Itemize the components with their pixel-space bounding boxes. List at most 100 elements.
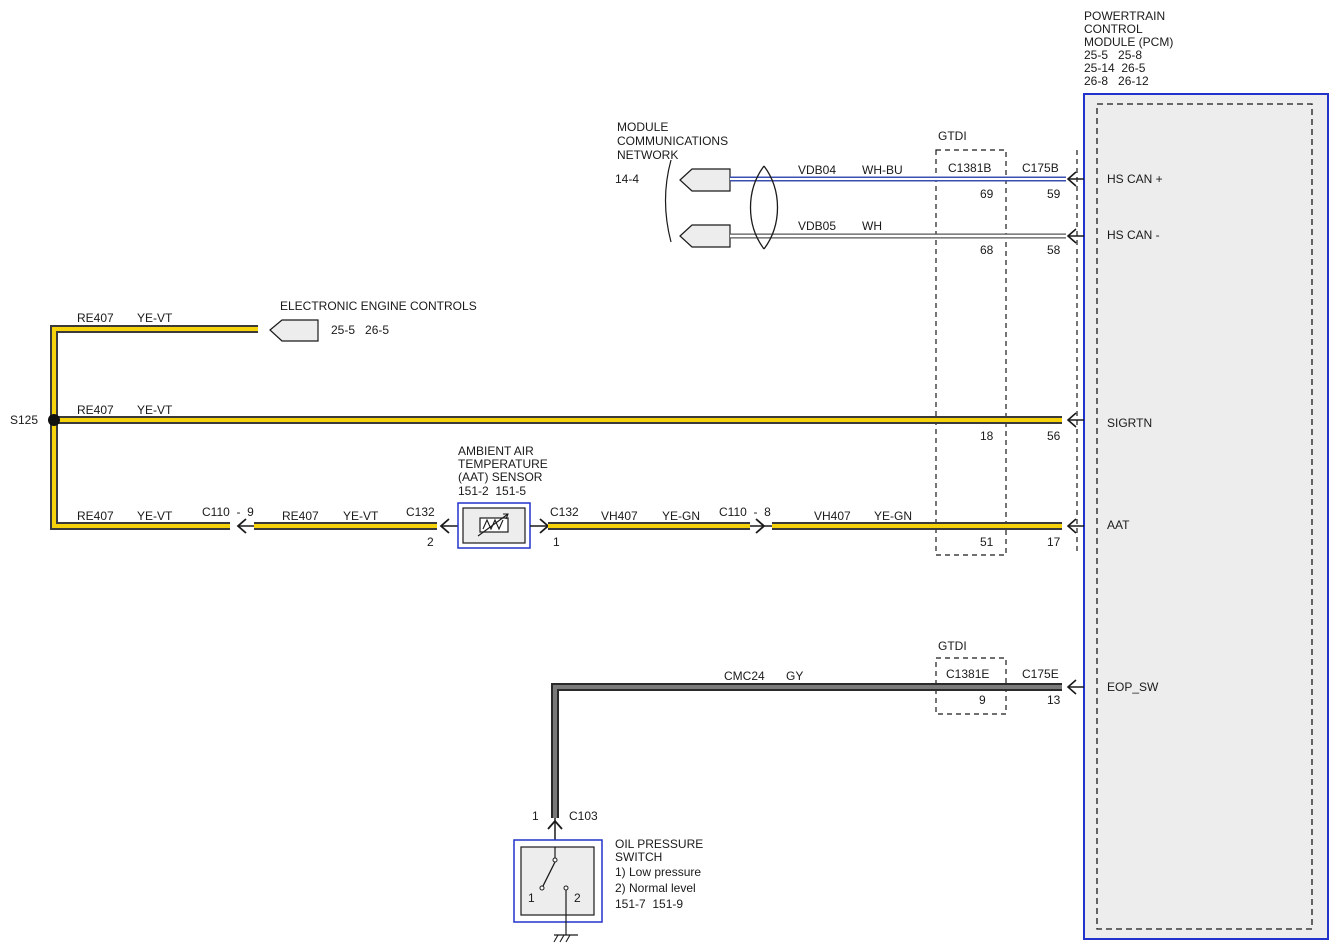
wire-vdb04-circuit: VDB04 [798, 163, 836, 177]
vh407-left-circuit: VH407 [601, 509, 638, 523]
re407-bot-right-circuit: RE407 [282, 509, 319, 523]
wire-vdb05-circuit: VDB05 [798, 219, 836, 233]
pcm-title-line-3: MODULE (PCM) [1084, 35, 1173, 49]
oil-switch-pin-2: 2 [574, 891, 581, 905]
gtdi-bottom-label: GTDI [938, 639, 967, 653]
splice-s125-dot [48, 414, 60, 426]
oil-switch-contact-2 [563, 885, 569, 891]
wire-vdb04-color: WH-BU [862, 163, 903, 177]
c1381b-dashed-box [935, 149, 1007, 556]
vh407-harness: C132 1 VH407 YE-GN C110 - 8 VH407 YE-GN [530, 505, 1084, 549]
c132-right-label: C132 [550, 505, 579, 519]
c175b-label: C175B [1022, 161, 1059, 175]
gtdi-top-connector: GTDI C1381B C175B 69 68 18 51 59 58 56 1… [935, 129, 1078, 556]
ground-icon [553, 934, 578, 943]
aat-title-line-1: AMBIENT AIR [458, 444, 534, 458]
c1381e-pin-9: 9 [979, 693, 986, 707]
c1381b-pin-69: 69 [980, 187, 994, 201]
cmc24-harness: CMC24 GY C103 1 [532, 669, 1084, 840]
cmc24-circuit: CMC24 [724, 669, 765, 683]
c175b-pin-56: 56 [1047, 429, 1061, 443]
re407-top-color: YE-VT [137, 311, 173, 325]
pcm-pin-eop-sw: EOP_SW [1107, 680, 1159, 694]
oil-switch-pin-1: 1 [528, 891, 535, 905]
oil-switch-desc-line-1: 1) Low pressure [615, 865, 701, 879]
cmc24-color: GY [786, 669, 803, 683]
oil-pressure-switch: 1 2 OIL PRESSURE SWITCH 1) Low pressure … [513, 837, 703, 943]
ground-hatch-3 [565, 934, 571, 943]
c175e-label: C175E [1022, 667, 1059, 681]
re407-bot-left-color: YE-VT [137, 509, 173, 523]
ground-hatch-2 [559, 934, 565, 943]
c103-label: C103 [569, 809, 598, 823]
c175b-pin-59: 59 [1047, 187, 1061, 201]
cmc24-path-inner [553, 685, 1062, 818]
wire-vdb05: VDB05 WH [730, 219, 1084, 244]
gtdi-top-label: GTDI [938, 129, 967, 143]
cmc24-path-outer [551, 683, 1062, 818]
c132-left-pin: 2 [427, 535, 434, 549]
c132-left-label: C132 [406, 505, 435, 519]
pcm-title-line-1: POWERTRAIN [1084, 9, 1165, 23]
oil-switch-desc-line-3: 151-7 151-9 [615, 897, 683, 911]
c110-8-label: C110 - 8 [719, 505, 771, 519]
twisted-pair-symbol [749, 165, 779, 250]
c1381b-label: C1381B [948, 161, 991, 175]
aat-sensor: AMBIENT AIR TEMPERATURE (AAT) SENSOR 151… [457, 444, 548, 549]
pcm-pin-hs-can-minus: HS CAN - [1107, 228, 1160, 242]
c175e-pin-13: 13 [1047, 693, 1061, 707]
pcm-ref-line-3: 26-8 26-12 [1084, 74, 1149, 88]
mcn-connector-bottom [679, 224, 731, 248]
pcm-title-line-2: CONTROL [1084, 22, 1143, 36]
wire-vdb05-color: WH [862, 219, 882, 233]
thermistor-arrow-line [477, 513, 509, 537]
pcm-pin-aat: AAT [1107, 518, 1130, 532]
oil-switch-title-line-1: OIL PRESSURE [615, 837, 703, 851]
gtdi-bottom-connector: GTDI C1381E C175E 9 13 [935, 639, 1061, 715]
eec-connector [269, 319, 319, 342]
splice-s125-label: S125 [10, 413, 38, 427]
mcn-brace [664, 159, 672, 243]
pcm-pin-sigrtn: SIGRTN [1107, 416, 1152, 430]
twist-right [763, 165, 779, 250]
oil-switch-common-contact [552, 857, 558, 863]
re407-mid-circuit: RE407 [77, 403, 114, 417]
c1381b-pin-51: 51 [980, 535, 994, 549]
c110-9-label: C110 - 9 [202, 505, 254, 519]
c175b-pin-17: 17 [1047, 535, 1061, 549]
c175b-pin-58: 58 [1047, 243, 1061, 257]
aat-title-line-3: (AAT) SENSOR [458, 470, 543, 484]
re407-bot-right-color: YE-VT [343, 509, 379, 523]
c132-right-pin: 1 [553, 535, 560, 549]
twist-left [749, 165, 765, 250]
wire-vdb04: VDB04 WH-BU [730, 163, 1084, 187]
re407-path-inner [52, 327, 258, 528]
c1381b-pin-68: 68 [980, 243, 994, 257]
eec-title: ELECTRONIC ENGINE CONTROLS [280, 299, 477, 313]
aat-title-line-2: TEMPERATURE [458, 457, 548, 471]
pcm-box [1083, 93, 1329, 940]
mcn-title-line-1: MODULE [617, 120, 668, 134]
c103-pin: 1 [532, 809, 539, 823]
aat-refs: 151-2 151-5 [458, 484, 526, 498]
re407-top-circuit: RE407 [77, 311, 114, 325]
mcn-connector-top [679, 168, 731, 192]
re407-path-outer [50, 325, 258, 530]
re407-harness: RE407 YE-VT RE407 YE-VT RE407 YE-VT RE40… [10, 311, 1084, 549]
oil-switch-contact-1 [539, 885, 545, 891]
ground-hatch-1 [553, 934, 559, 943]
c1381b-pin-18: 18 [980, 429, 994, 443]
pcm-ref-line-1: 25-5 25-8 [1084, 48, 1142, 62]
mcn-title-line-3: NETWORK [617, 148, 678, 162]
pcm-module: POWERTRAIN CONTROL MODULE (PCM) 25-5 25-… [1083, 9, 1329, 940]
thermistor-icon [479, 517, 509, 533]
thermistor-arrow-head [503, 513, 509, 520]
re407-mid-color: YE-VT [137, 403, 173, 417]
electronic-engine-controls: ELECTRONIC ENGINE CONTROLS 25-5 26-5 [269, 299, 477, 342]
oil-switch-inner [520, 846, 595, 916]
vh407-right-color: YE-GN [874, 509, 912, 523]
oil-switch-title-line-2: SWITCH [615, 850, 662, 864]
oil-switch-desc-line-2: 2) Normal level [615, 881, 696, 895]
vh407-right-circuit: VH407 [814, 509, 851, 523]
